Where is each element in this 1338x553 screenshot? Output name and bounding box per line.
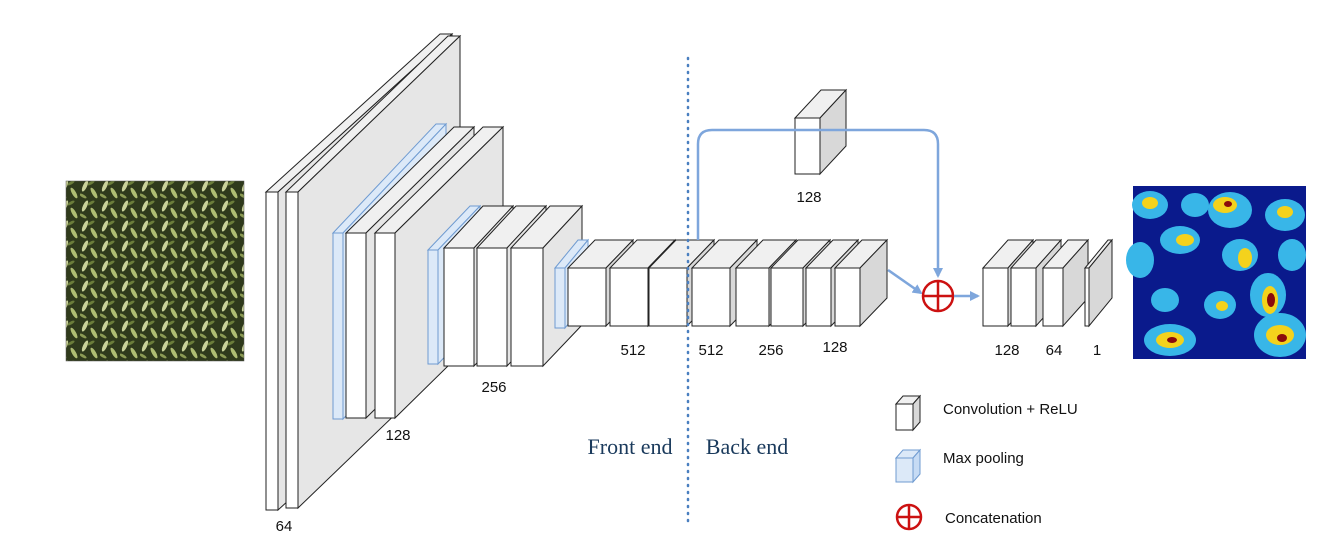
- label-128: 128: [385, 427, 410, 444]
- front-end-label: Front end: [588, 434, 673, 459]
- output-density-map: [1126, 186, 1306, 359]
- label-512-back: 512: [698, 342, 723, 359]
- legend-concat-label: Concatenation: [945, 510, 1042, 527]
- input-image: [65, 180, 245, 362]
- label-128-back: 128: [822, 339, 847, 356]
- legend-conv-label: Convolution + ReLU: [943, 401, 1078, 418]
- label-output-128: 128: [994, 342, 1019, 359]
- back-end-label: Back end: [706, 434, 788, 459]
- legend-conv-icon: [894, 394, 922, 432]
- label-256-back: 256: [758, 342, 783, 359]
- label-64: 64: [276, 518, 293, 535]
- conv-block-128-d: [833, 238, 889, 328]
- conv-block-64-c: [1041, 238, 1090, 328]
- label-skip-128: 128: [796, 189, 821, 206]
- skip-conv-block-128: [793, 88, 848, 176]
- skip-connection-arrow: [696, 128, 943, 278]
- label-512-front: 512: [620, 342, 645, 359]
- legend-pool-icon: [894, 448, 922, 484]
- label-output-64: 64: [1046, 342, 1063, 359]
- label-output-1: 1: [1093, 342, 1101, 359]
- legend: Convolution + ReLU Max pooling Concatena…: [894, 394, 1078, 531]
- legend-concat-icon: [895, 503, 923, 531]
- backend-to-concat-arrow: [887, 268, 923, 295]
- concat-icon: [921, 279, 955, 313]
- label-256: 256: [481, 379, 506, 396]
- conv-block-1: [1083, 238, 1114, 328]
- legend-pool-label: Max pooling: [943, 450, 1024, 467]
